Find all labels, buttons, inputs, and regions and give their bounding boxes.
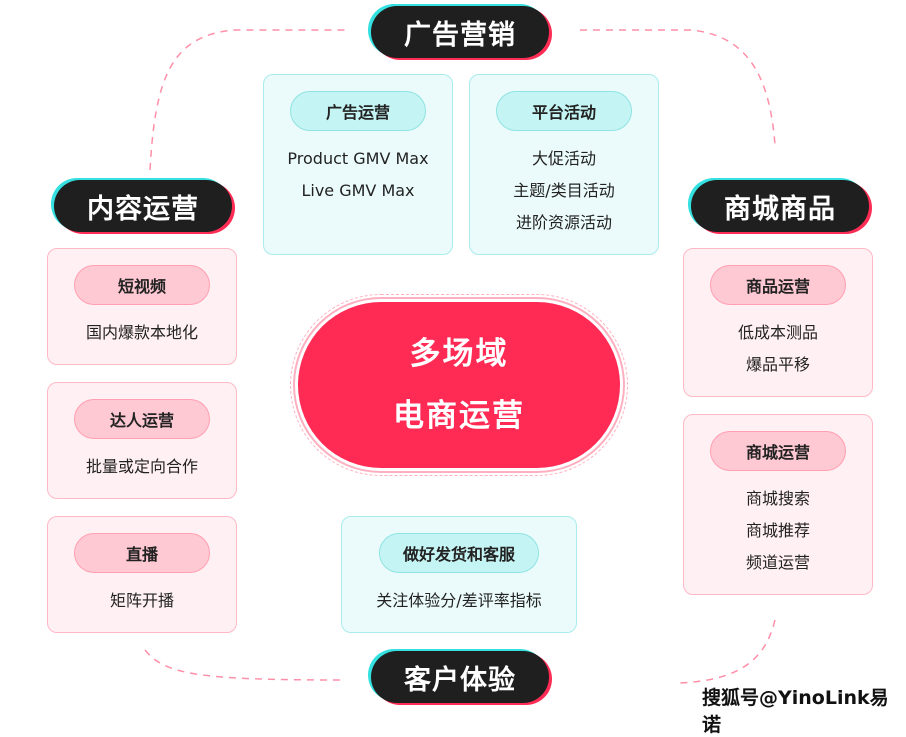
card-label: 平台活动 xyxy=(496,91,632,131)
card-ad-ops: 广告运营 Product GMV Max Live GMV Max xyxy=(263,74,453,255)
card-label: 商城运营 xyxy=(710,431,846,471)
card-item: 商城推荐 xyxy=(745,521,810,540)
card-product-ops: 商品运营 低成本测品 爆品平移 xyxy=(683,248,873,397)
center-hub: 多场域 电商运营 xyxy=(298,302,620,468)
center-line-2: 电商运营 xyxy=(393,398,525,434)
card-label: 短视频 xyxy=(74,265,210,305)
card-platform-events: 平台活动 大促活动 主题/类目活动 进阶资源活动 xyxy=(469,74,659,255)
card-item: 主题/类目活动 xyxy=(513,181,615,200)
card-item: 低成本测品 xyxy=(737,323,818,342)
dashed-connector-lines xyxy=(144,29,776,684)
card-livestream: 直播 矩阵开播 xyxy=(47,516,237,633)
card-fulfillment-service: 做好发货和客服 关注体验分/差评率指标 xyxy=(341,516,577,633)
card-item: 关注体验分/差评率指标 xyxy=(376,591,542,610)
card-item: 矩阵开播 xyxy=(109,591,174,610)
card-item: 商城搜索 xyxy=(745,489,810,508)
card-label: 直播 xyxy=(74,533,210,573)
card-item: 大促活动 xyxy=(531,149,596,168)
card-label: 达人运营 xyxy=(74,399,210,439)
card-item: 进阶资源活动 xyxy=(515,213,612,232)
section-title-cx: 客户体验 xyxy=(371,651,549,703)
card-item: 批量或定向合作 xyxy=(85,457,198,476)
section-title-mall: 商城商品 xyxy=(691,180,869,232)
card-item: Product GMV Max xyxy=(287,149,429,168)
card-influencer: 达人运营 批量或定向合作 xyxy=(47,382,237,499)
card-label: 做好发货和客服 xyxy=(379,533,539,573)
card-item: 爆品平移 xyxy=(745,355,810,374)
section-title-content: 内容运营 xyxy=(54,180,232,232)
card-label: 商品运营 xyxy=(710,265,846,305)
card-label: 广告运营 xyxy=(290,91,426,131)
card-item: 国内爆款本地化 xyxy=(85,323,198,342)
center-dashed-ring xyxy=(290,294,628,476)
card-short-video: 短视频 国内爆款本地化 xyxy=(47,248,237,365)
watermark: 搜狐号@YinoLink易诺 xyxy=(702,687,889,736)
center-line-1: 多场域 xyxy=(409,336,509,372)
card-item: 频道运营 xyxy=(745,553,810,572)
section-title-ads: 广告营销 xyxy=(371,6,549,58)
card-mall-ops: 商城运营 商城搜索 商城推荐 频道运营 xyxy=(683,414,873,595)
card-item: Live GMV Max xyxy=(301,181,415,200)
